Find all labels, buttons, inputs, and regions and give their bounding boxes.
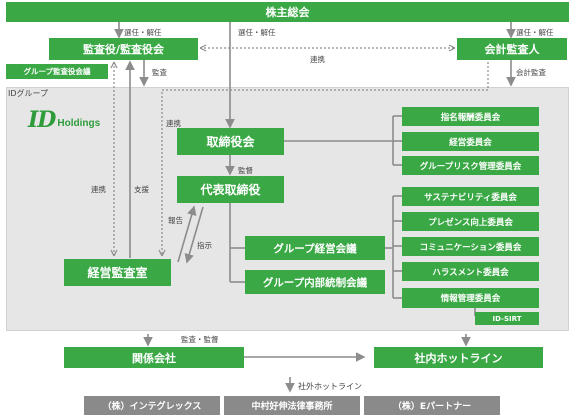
id-holdings-logo: ID Holdings xyxy=(28,107,101,133)
committee-presence: プレゼンス向上委員会 xyxy=(402,212,539,231)
committee-sustainability: サステナビリティ委員会 xyxy=(402,187,539,206)
id-sirt: ID-SIRT xyxy=(475,312,539,325)
shareholders-meeting: 株主総会 xyxy=(6,2,569,22)
label-accounting-audit: 会計監査 xyxy=(516,68,546,77)
label-audit: 監査 xyxy=(152,68,167,77)
representative-director: 代表取締役 xyxy=(177,176,284,203)
accounting-auditor: 会計監査人 xyxy=(457,38,567,60)
management-audit-office: 経営監査室 xyxy=(64,259,171,286)
id-group-label: IDグループ xyxy=(8,89,49,98)
label-cooperation-board: 連携 xyxy=(166,119,181,128)
group-internal-control-meeting: グループ内部統制会議 xyxy=(245,270,385,294)
group-auditors-council: グループ監査役会議 xyxy=(6,64,108,79)
committee-harassment: ハラスメント委員会 xyxy=(402,262,539,281)
label-supervision: 監督 xyxy=(238,166,253,175)
committee-communication: コミュニケーション委員会 xyxy=(402,237,539,256)
label-support: 支援 xyxy=(134,185,149,194)
external-provider-integrex: （株）インテグレックス xyxy=(84,396,220,415)
committee-nomination-remuneration: 指名報酬委員会 xyxy=(402,107,539,126)
label-cooperation-left: 連携 xyxy=(91,185,106,194)
committee-management: 経営委員会 xyxy=(402,132,539,151)
group-management-meeting: グループ経営会議 xyxy=(245,236,385,260)
label-instruct: 指示 xyxy=(197,241,212,250)
logo-mark: ID xyxy=(28,107,56,133)
board-of-auditors: 監査役/監査役会 xyxy=(49,38,198,60)
label-elect-dismiss-left: 選任・解任 xyxy=(124,28,162,37)
external-hotline-label: 社外ホットライン xyxy=(298,382,362,391)
board-of-directors: 取締役会 xyxy=(177,128,284,155)
arrow-report xyxy=(177,205,197,263)
internal-hotline: 社内ホットライン xyxy=(374,347,543,368)
external-provider-epartner: （株）Eパートナー xyxy=(364,396,500,415)
line-cooperation-accounting xyxy=(161,62,489,256)
arrow-instruct xyxy=(184,206,204,264)
label-audit-supervision: 監査・監督 xyxy=(181,335,219,344)
label-elect-dismiss-right: 選任・解任 xyxy=(516,28,554,37)
external-provider-law-office: 中村好伸法律事務所 xyxy=(224,396,360,415)
affiliates: 関係会社 xyxy=(64,347,244,368)
logo-text: Holdings xyxy=(57,118,101,129)
committee-information-management: 情報管理委員会 xyxy=(402,288,539,308)
committee-group-risk: グループリスク管理委員会 xyxy=(402,156,539,175)
label-report: 報告 xyxy=(168,216,183,225)
label-cooperation-top: 連携 xyxy=(310,55,325,64)
label-elect-dismiss-center: 選任・解任 xyxy=(238,28,276,37)
